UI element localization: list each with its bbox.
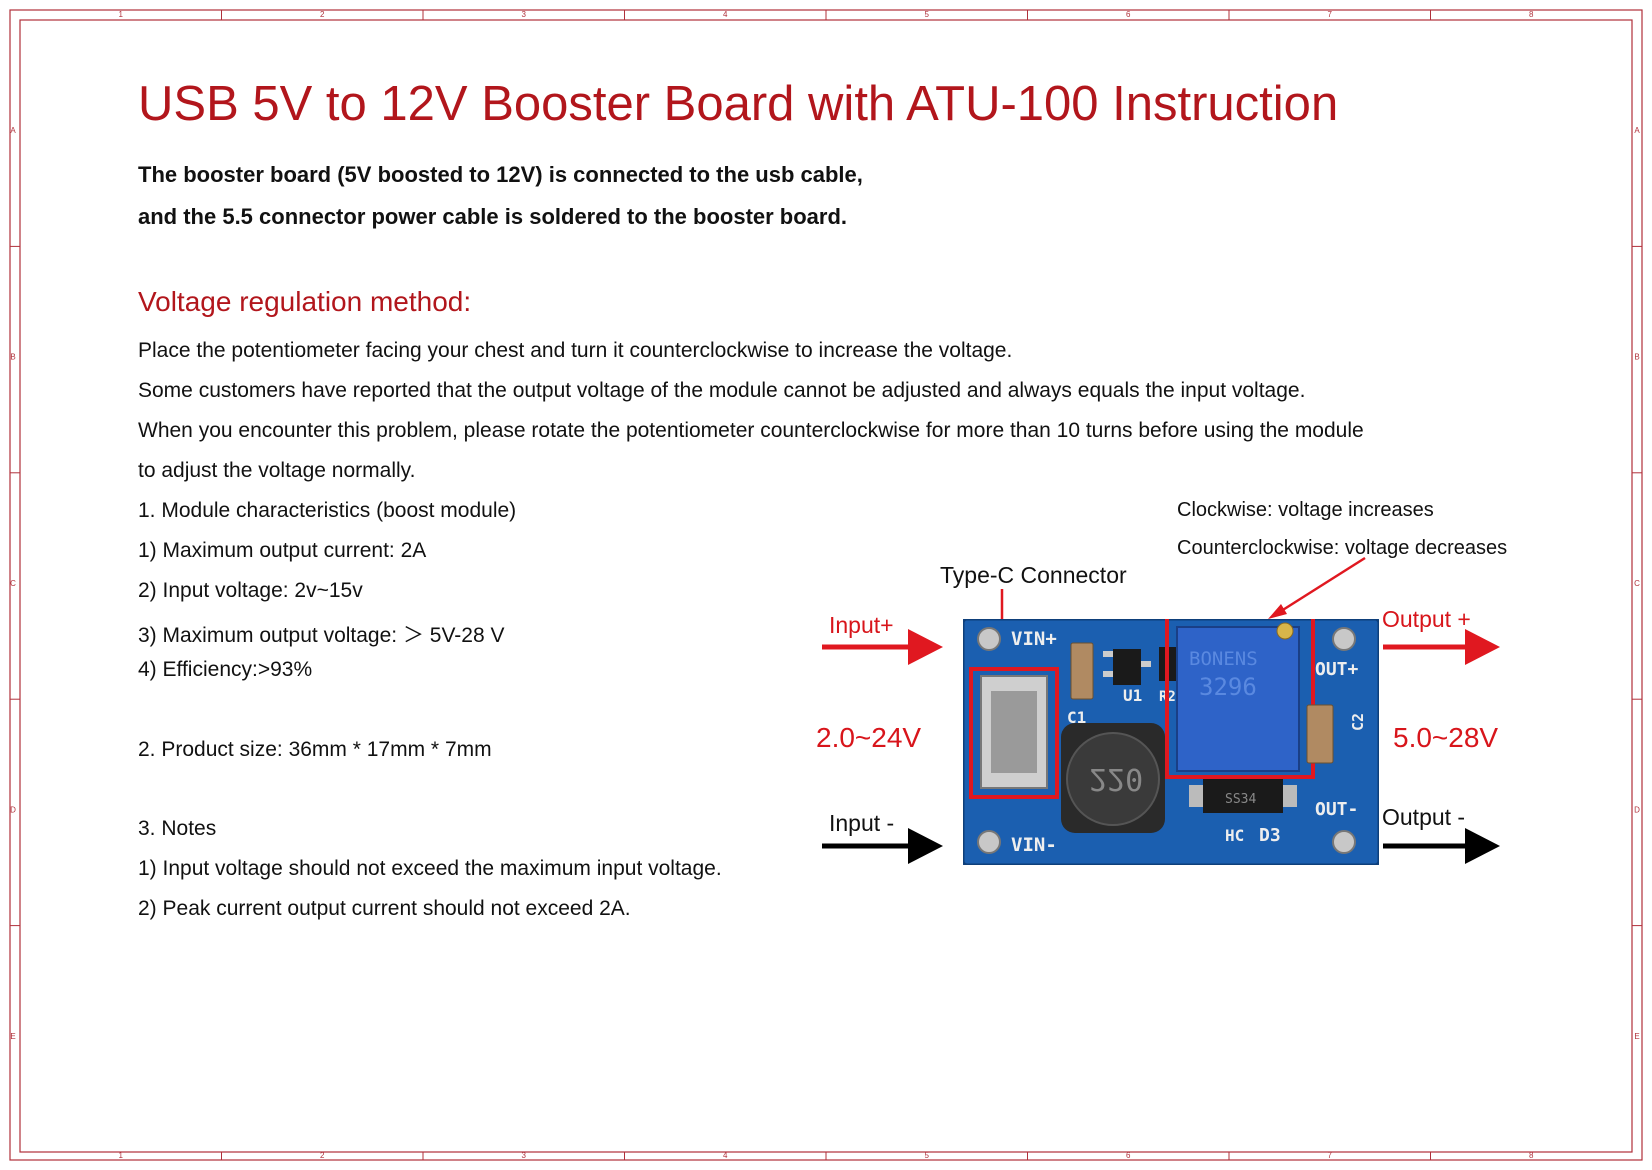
inductor-marking: 220 xyxy=(1089,761,1143,796)
output-minus-label: Output - xyxy=(1382,804,1466,830)
potentiometer-highlight-box xyxy=(1165,619,1315,779)
frame-column-label: 3 xyxy=(522,1151,527,1160)
c2-silkscreen: C2 xyxy=(1349,713,1367,731)
output-plus-arrow xyxy=(1383,629,1500,665)
adjust-screw xyxy=(1276,622,1294,640)
frame-column-label: 6 xyxy=(1126,1151,1131,1160)
input-minus-arrow xyxy=(822,828,943,864)
out-minus-silkscreen: OUT- xyxy=(1315,799,1358,820)
frame-column-label: 7 xyxy=(1328,1151,1333,1160)
paragraph-3: When you encounter this problem, please … xyxy=(138,419,1364,442)
frame-row-label: E xyxy=(10,1032,15,1041)
size-line: 2. Product size: 36mm * 17mm * 7mm xyxy=(138,738,492,761)
frame-column-label: 6 xyxy=(1126,10,1131,19)
frame-row-label: C xyxy=(10,579,16,588)
d3-silkscreen: D3 xyxy=(1259,825,1281,846)
paragraph-1: Place the potentiometer facing your ches… xyxy=(138,339,1013,362)
input-plus-arrow xyxy=(822,629,943,665)
c1-silkscreen: C1 xyxy=(1067,708,1086,727)
diode-d3 xyxy=(1203,779,1283,813)
frame-row-label: B xyxy=(10,353,15,362)
frame-column-label: 4 xyxy=(723,1151,728,1160)
notes-heading: 3. Notes xyxy=(138,817,217,840)
frame-column-label: 1 xyxy=(119,10,124,19)
characteristic-item: 4) Efficiency:>93% xyxy=(138,658,313,681)
page-title: USB 5V to 12V Booster Board with ATU-100… xyxy=(138,77,1339,131)
note-item: 1) Input voltage should not exceed the m… xyxy=(138,857,722,880)
input-plus-label: Input+ xyxy=(829,612,894,638)
frame-column-label: 2 xyxy=(320,1151,325,1160)
potentiometer xyxy=(1176,626,1300,772)
frame-column-label: 8 xyxy=(1529,1151,1534,1160)
pot-brand: BONENS xyxy=(1189,648,1258,670)
module-heading: 1. Module characteristics (boost module) xyxy=(138,499,517,522)
input-range-label: 2.0~24V xyxy=(816,722,922,753)
clockwise-note: Clockwise: voltage increases xyxy=(1177,499,1434,521)
frame-column-label: 3 xyxy=(522,10,527,19)
type-c-connector-label: Type-C Connector xyxy=(940,562,1127,588)
characteristic-item: 1) Maximum output current: 2A xyxy=(138,539,427,562)
frame-row-label: C xyxy=(1634,579,1640,588)
chip-u1 xyxy=(1113,649,1141,685)
frame-row-label: B xyxy=(1634,353,1639,362)
capacitor-c1 xyxy=(1070,642,1094,700)
frame-row-label: D xyxy=(10,805,16,814)
mounting-holes xyxy=(977,627,1356,854)
frame-column-label: 4 xyxy=(723,10,728,19)
out-plus-silkscreen: OUT+ xyxy=(1315,659,1359,680)
potentiometer-pointer-arrow xyxy=(1268,556,1366,619)
output-minus-arrow xyxy=(1383,828,1500,864)
hc-silkscreen: HC xyxy=(1225,826,1244,845)
frame-row-label: A xyxy=(1634,126,1640,135)
counterclockwise-note: Counterclockwise: voltage decreases xyxy=(1177,537,1508,559)
pot-model: 3296 xyxy=(1199,673,1257,701)
paragraph-4: to adjust the voltage normally. xyxy=(138,459,416,482)
output-plus-label: Output + xyxy=(1382,606,1471,632)
section-heading: Voltage regulation method: xyxy=(138,286,472,317)
u1-silkscreen: U1 xyxy=(1123,686,1142,705)
frame-column-label: 5 xyxy=(925,1151,930,1160)
frame-row-label: E xyxy=(1634,1032,1639,1041)
frame-column-label: 2 xyxy=(320,10,325,19)
frame-row-label: A xyxy=(10,126,16,135)
characteristic-item: 2) Input voltage: 2v~15v xyxy=(138,579,363,602)
characteristic-item: 3) Maximum output voltage: ＞ 5V-28 V xyxy=(138,624,505,647)
note-item: 2) Peak current output current should no… xyxy=(138,897,631,920)
intro-line-1: The booster board (5V boosted to 12V) is… xyxy=(138,162,863,187)
paragraph-2: Some customers have reported that the ou… xyxy=(138,379,1306,402)
input-minus-label: Input - xyxy=(829,810,895,836)
output-range-label: 5.0~28V xyxy=(1393,722,1499,753)
connector-highlight-box xyxy=(969,667,1059,799)
vin-plus-silkscreen: VIN+ xyxy=(1011,628,1057,650)
frame-column-label: 7 xyxy=(1328,10,1333,19)
booster-board-image: VIN+ VIN- OUT+ OUT- U1 R2 C1 D3 HC C2 22… xyxy=(963,619,1379,865)
intro-line-2: and the 5.5 connector power cable is sol… xyxy=(138,204,848,229)
frame-column-label: 8 xyxy=(1529,10,1534,19)
vin-minus-silkscreen: VIN- xyxy=(1011,834,1057,856)
capacitor-c2 xyxy=(1306,704,1334,764)
frame-column-label: 1 xyxy=(119,1151,124,1160)
frame-row-label: D xyxy=(1634,805,1640,814)
frame-column-label: 5 xyxy=(925,10,930,19)
diode-marking: SS34 xyxy=(1225,792,1256,807)
